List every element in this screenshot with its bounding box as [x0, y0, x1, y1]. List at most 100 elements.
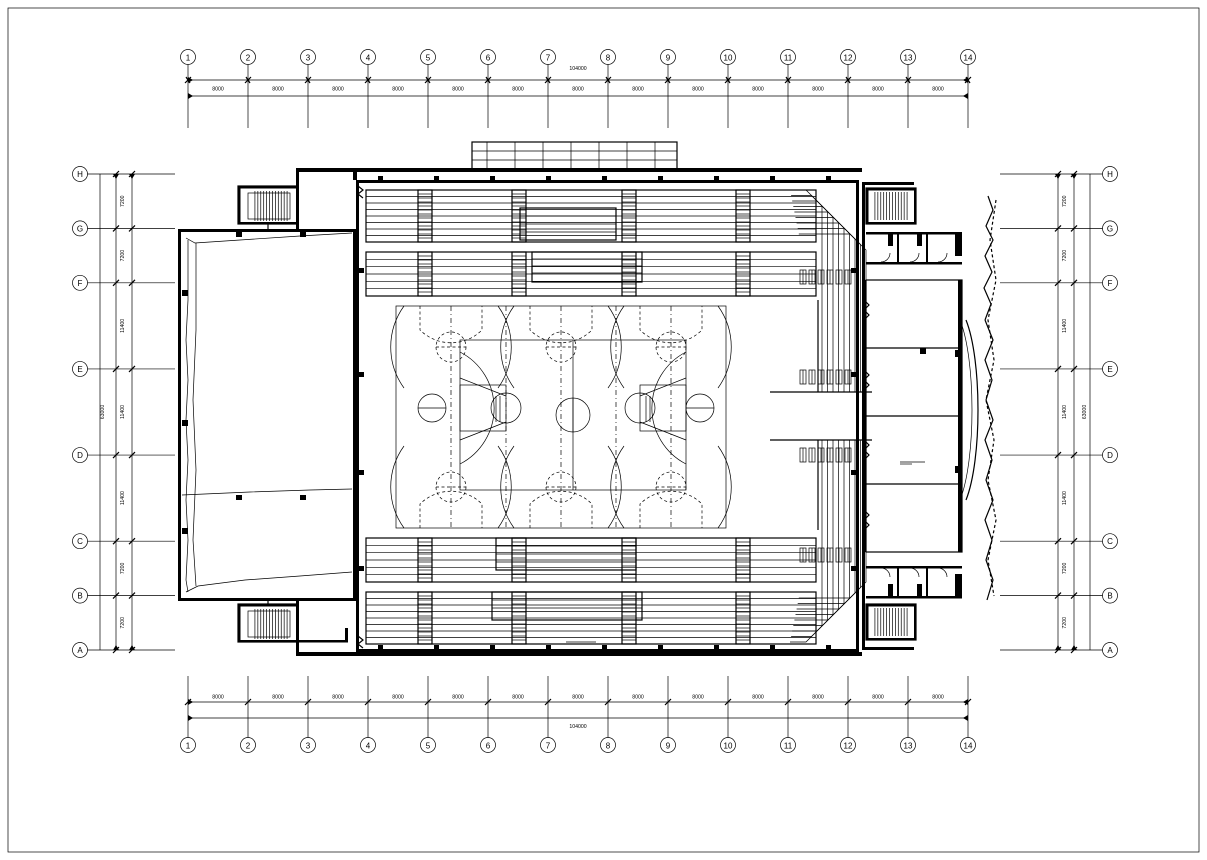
dim-tick	[305, 76, 311, 84]
arena-walls	[356, 180, 859, 652]
dim-tick	[128, 537, 136, 545]
grid-label-right-B: B	[1107, 592, 1112, 601]
grid-label-bottom-13: 13	[904, 742, 913, 751]
bottom-bay-dim-7: 8000	[572, 695, 584, 701]
top-bay-dim-10: 8000	[752, 87, 764, 93]
dim-tick	[128, 646, 136, 654]
left-bay-dim-3: 11400	[120, 319, 126, 333]
bleacher-stair	[417, 189, 433, 243]
dim-tick	[544, 698, 552, 706]
dim-tick	[604, 698, 612, 706]
dim-tick	[724, 76, 732, 84]
bottom-bay-dim-8: 8000	[632, 695, 644, 701]
top-bay-dim-5: 8000	[452, 87, 464, 93]
practice-court-2	[500, 305, 622, 529]
grid-label-bottom-10: 10	[724, 742, 733, 751]
dim-tick	[1070, 537, 1078, 545]
corner-break-marks	[357, 185, 364, 649]
east-tier-line	[796, 222, 856, 392]
left-grid-lines	[87, 170, 175, 654]
dim-tick	[485, 76, 491, 84]
dim-tick	[904, 76, 912, 84]
dim-tick	[1070, 646, 1078, 654]
east-raked-seating	[770, 189, 872, 643]
basketball-courts	[390, 305, 732, 529]
grid-label-top-6: 6	[486, 54, 491, 63]
grid-label-top-13: 13	[904, 54, 913, 63]
grid-label-top-3: 3	[306, 54, 311, 63]
bottom-bay-dim-9: 8000	[692, 695, 704, 701]
top-grid-lines	[184, 64, 972, 128]
dim-tick	[128, 279, 136, 287]
right-bay-dim-5: 11400	[1062, 491, 1068, 505]
grid-label-top-4: 4	[366, 54, 371, 63]
grid-label-left-C: C	[77, 537, 83, 546]
grid-label-bottom-3: 3	[306, 742, 311, 751]
grid-label-bottom-7: 7	[546, 742, 551, 751]
east-tier-line	[795, 217, 850, 392]
top-bay-dim-6: 8000	[512, 87, 524, 93]
bottom-bay-dim-3: 8000	[332, 695, 344, 701]
east-tier-line	[797, 440, 861, 604]
dim-tick	[664, 76, 672, 84]
dim-tick	[112, 592, 120, 600]
dim-tick	[1054, 224, 1062, 232]
left-bay-dim-1: 7200	[120, 195, 126, 207]
dim-tick	[784, 698, 792, 706]
east-rooms	[862, 279, 963, 553]
bleacher-stair	[735, 591, 751, 645]
grid-label-top-11: 11	[784, 54, 793, 63]
grid-label-top-9: 9	[666, 54, 671, 63]
grid-label-right-F: F	[1108, 279, 1113, 288]
right-grid-lines	[1000, 170, 1103, 654]
grid-label-left-A: A	[77, 646, 83, 655]
grid-label-bottom-9: 9	[666, 742, 671, 751]
east-tier-line	[794, 211, 845, 392]
dim-tick	[1070, 451, 1078, 459]
right-bay-dim-3: 11400	[1062, 319, 1068, 333]
bleacher-stair	[735, 189, 751, 243]
grid-label-bottom-8: 8	[606, 742, 611, 751]
dim-tick	[364, 76, 372, 84]
dim-tick	[128, 592, 136, 600]
right-bay-dim-6: 7200	[1062, 563, 1068, 575]
dim-tick	[128, 451, 136, 459]
right-dimension-band	[1055, 174, 1091, 650]
bottom-annotation	[566, 641, 596, 645]
bleacher-stair	[511, 251, 527, 297]
grid-label-right-A: A	[1107, 646, 1113, 655]
dim-tick	[1054, 279, 1062, 287]
grid-label-left-F: F	[78, 279, 83, 288]
bleacher-stair	[735, 251, 751, 297]
grid-label-right-D: D	[1107, 451, 1113, 460]
top-bay-dim-11: 8000	[812, 87, 824, 93]
dim-tick	[365, 76, 371, 84]
east-tier-line	[795, 440, 850, 615]
dim-tick	[1070, 592, 1078, 600]
dim-tick	[604, 76, 612, 84]
bottom-bay-dim-13: 8000	[932, 695, 944, 701]
right-overall-dimension: 63000	[1082, 405, 1088, 420]
grid-label-top-2: 2	[246, 54, 251, 63]
dim-tick	[844, 698, 852, 706]
bottom-bay-dim-10: 8000	[752, 695, 764, 701]
dim-tick	[665, 76, 671, 84]
dim-tick	[184, 76, 192, 84]
south-bleachers	[365, 537, 817, 645]
bottom-grid-lines	[184, 676, 972, 738]
grid-label-top-14: 14	[964, 54, 973, 63]
east-tier-line	[798, 233, 867, 392]
dim-tick	[605, 76, 611, 84]
right-bay-dim-7: 7200	[1062, 617, 1068, 629]
dim-tick	[128, 365, 136, 373]
top-bay-dim-8: 8000	[632, 87, 644, 93]
dim-tick	[112, 365, 120, 373]
dim-tick	[724, 698, 732, 706]
top-bay-dim-1: 8000	[212, 87, 224, 93]
bleacher-stair	[621, 189, 637, 243]
bottom-bay-dim-5: 8000	[452, 695, 464, 701]
east-tier-line	[796, 440, 856, 610]
